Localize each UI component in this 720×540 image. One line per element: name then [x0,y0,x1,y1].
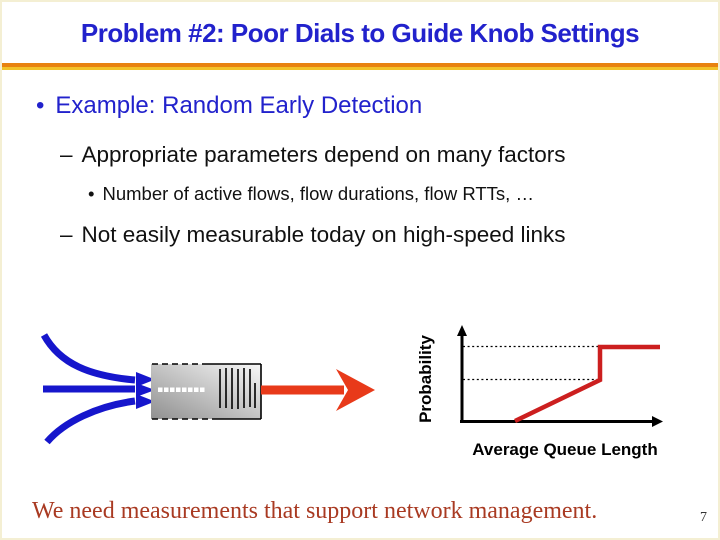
divider-gold-stripe [2,67,718,70]
bullet-level2-measurable: – Not easily measurable today on high-sp… [60,222,566,248]
bullet-level2-text: Appropriate parameters depend on many fa… [81,142,566,167]
bullet-dot-icon: • [36,92,45,119]
incoming-flow-bottom-curve [44,397,136,445]
x-axis-arrowhead-icon [652,416,663,427]
flow-arrowhead-icon [136,394,155,409]
flow-arrowhead-icon [136,372,155,387]
output-arrowhead-icon [336,369,375,411]
bullet-level2b-text: Not easily measurable today on high-spee… [81,222,566,247]
chart-x-axis-label: Average Queue Length [472,440,658,459]
flow-arrowhead-icon [136,383,155,397]
divider-orange-stripe [2,63,718,67]
drop-probability-curve [514,344,660,424]
red-probability-chart [457,325,663,427]
slide-title: Problem #2: Poor Dials to Guide Knob Set… [80,18,640,48]
bullet-level1-example: • Example: Random Early Detection [36,92,422,120]
dash-bullet-icon: – [60,222,73,247]
footer-message: We need measurements that support networ… [32,498,598,524]
bullet-level3-text: Number of active flows, flow durations, … [102,183,534,204]
queued-packet-lines [219,368,256,409]
bullet-level2-parameters: – Appropriate parameters depend on many … [60,142,566,168]
bullet-level3-flows: • Number of active flows, flow durations… [88,183,534,205]
bullet-level1-text: Example: Random Early Detection [55,92,423,119]
title-divider [2,63,718,70]
incoming-flow-top-curve [40,333,136,384]
page-number: 7 [700,510,707,525]
dash-bullet-icon: – [60,142,73,167]
queue-white-dashes [158,387,205,392]
router-queue-diagram [40,333,375,445]
y-axis-arrowhead-icon [457,325,467,336]
bullet-dot-icon: • [88,183,95,204]
queue-box [151,364,261,419]
chart-y-axis-label: Probability [416,335,435,423]
